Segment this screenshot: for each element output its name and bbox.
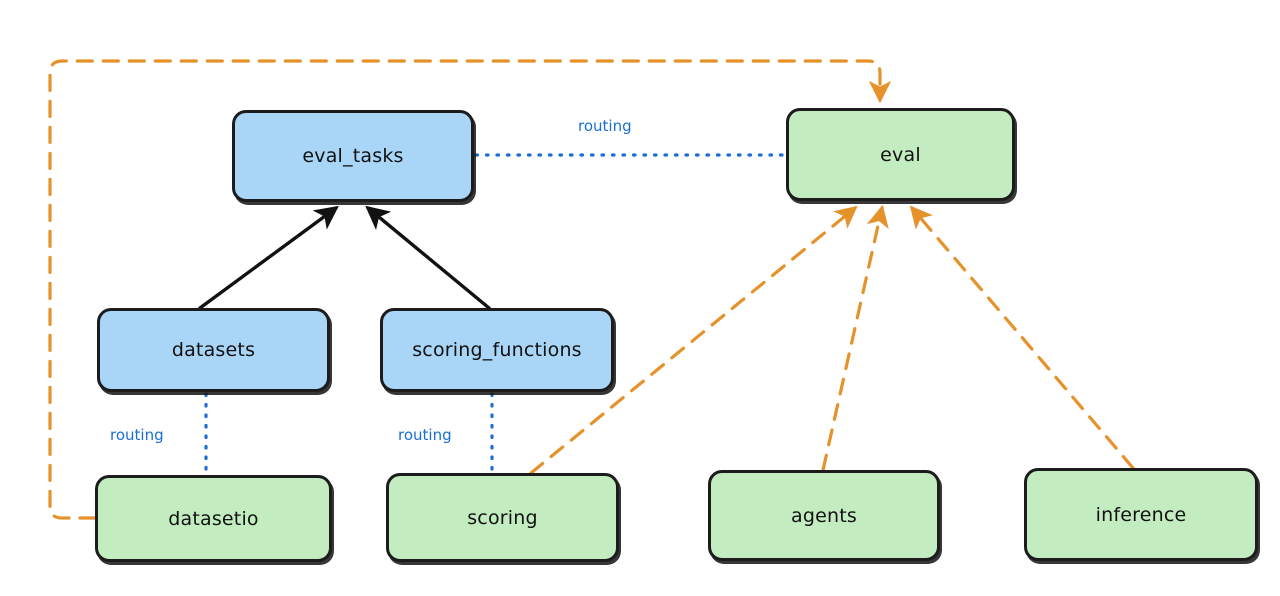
node-inference[interactable]: inference (1024, 468, 1258, 561)
edge-label-routing-scoring-functions-scoring: routing (398, 426, 452, 444)
edge-label-routing-eval-tasks-eval: routing (578, 117, 632, 135)
node-eval[interactable]: eval (786, 108, 1015, 201)
node-label-scoring-functions: scoring_functions (412, 339, 582, 361)
edge-label-routing-datasets-datasetio: routing (110, 426, 164, 444)
node-eval-tasks[interactable]: eval_tasks (232, 110, 474, 202)
node-agents[interactable]: agents (708, 470, 940, 561)
node-scoring-functions[interactable]: scoring_functions (380, 308, 614, 392)
node-label-eval: eval (880, 143, 921, 166)
node-label-datasets: datasets (171, 339, 256, 361)
node-label-datasetio: datasetio (168, 507, 259, 530)
node-datasets[interactable]: datasets (97, 308, 330, 392)
node-datasetio[interactable]: datasetio (95, 475, 332, 562)
edge-scoring-functions-to-eval-tasks (365, 205, 491, 310)
edge-inference-to-eval (909, 205, 1135, 470)
node-label-inference: inference (1095, 503, 1187, 526)
node-label-scoring: scoring (467, 506, 538, 529)
edge-datasetio-to-eval (48, 59, 892, 520)
node-label-eval-tasks: eval_tasks (302, 145, 404, 167)
node-scoring[interactable]: scoring (386, 473, 619, 562)
edge-scoring-to-eval (529, 205, 858, 475)
node-label-agents: agents (791, 504, 857, 527)
edge-agents-to-eval (821, 204, 889, 472)
edge-datasets-to-eval-tasks (198, 205, 339, 310)
